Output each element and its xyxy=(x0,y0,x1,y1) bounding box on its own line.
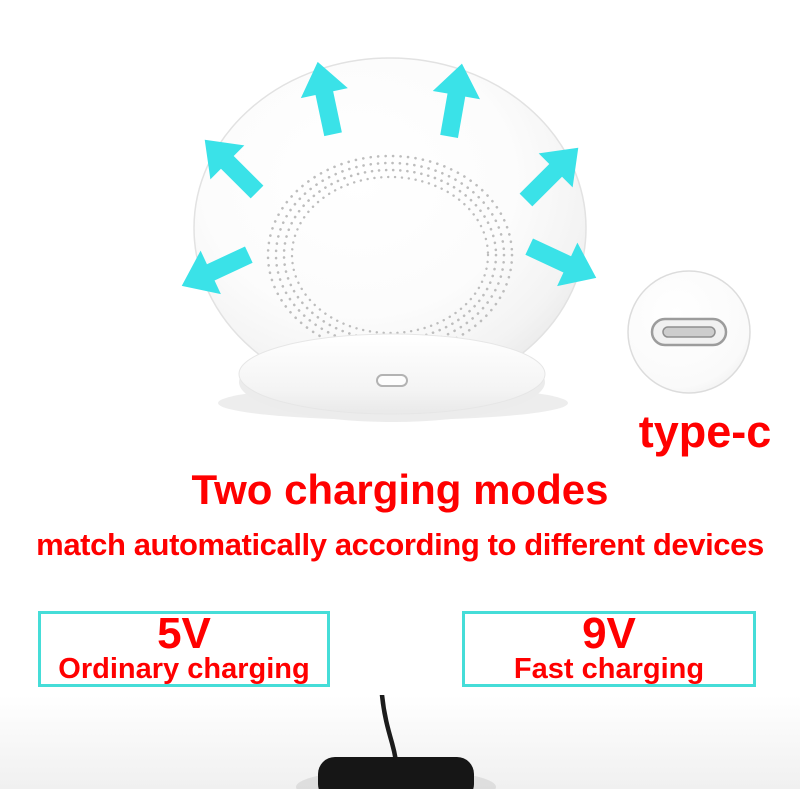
charger-illustration xyxy=(171,56,607,422)
type-c-port-inset xyxy=(626,269,752,395)
power-cable xyxy=(379,692,399,764)
subheadline: match automatically according to differe… xyxy=(36,527,764,562)
bottom-photo xyxy=(0,692,800,789)
cable-illustration xyxy=(0,692,800,789)
mode-label-ordinary: Ordinary charging xyxy=(58,653,310,685)
usb-c-port-closeup-icon xyxy=(650,317,728,347)
voltage-9v: 9V xyxy=(582,609,636,658)
port-closeup-illustration xyxy=(627,270,751,394)
charger-base xyxy=(238,333,546,422)
headline: Two charging modes xyxy=(191,466,609,513)
type-c-label: type-c xyxy=(638,406,772,457)
usb-c-port-icon xyxy=(376,374,408,387)
mode-box-ordinary-charging: 5V Ordinary charging xyxy=(38,611,330,687)
mode-label-fast: Fast charging xyxy=(513,653,705,685)
mode-box-fast-charging: 9V Fast charging xyxy=(462,611,756,687)
power-plug xyxy=(318,757,474,789)
voltage-5v: 5V xyxy=(157,609,211,658)
wireless-charger-photo xyxy=(171,56,607,422)
